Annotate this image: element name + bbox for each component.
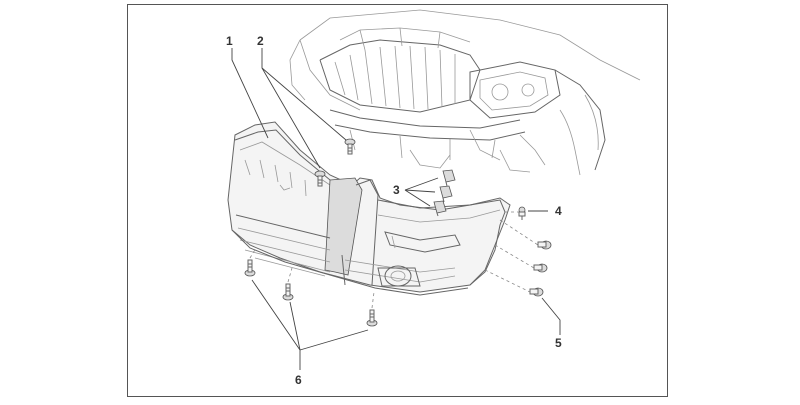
callout-4: 4 — [555, 204, 562, 218]
fastener-a — [537, 240, 552, 250]
vehicle-front-body — [289, 9, 641, 176]
lower-screw-3 — [366, 309, 378, 327]
clip-top — [442, 169, 456, 187]
clip-group — [433, 169, 456, 217]
bumper-cover — [227, 121, 511, 296]
lower-screws — [244, 247, 378, 327]
fastener-c — [529, 287, 544, 297]
leader-lines — [231, 48, 561, 370]
screw-upper-left — [314, 170, 326, 187]
callout-6: 6 — [295, 373, 302, 387]
callout-3: 3 — [393, 183, 400, 197]
lower-screw-2 — [282, 283, 294, 301]
callout-2: 2 — [257, 34, 264, 48]
diagram-frame — [127, 4, 668, 397]
lower-screw-1 — [244, 259, 256, 277]
callout-1: 1 — [226, 34, 233, 48]
fastener-b — [533, 263, 548, 273]
clip-middle — [439, 185, 453, 203]
callout-5: 5 — [555, 336, 562, 350]
screw-upper-right — [344, 138, 356, 155]
side-screw — [518, 206, 526, 220]
clip-bottom — [433, 200, 447, 217]
side-fasteners — [484, 211, 552, 297]
callout-labels: 1 2 3 4 5 6 — [226, 34, 562, 387]
